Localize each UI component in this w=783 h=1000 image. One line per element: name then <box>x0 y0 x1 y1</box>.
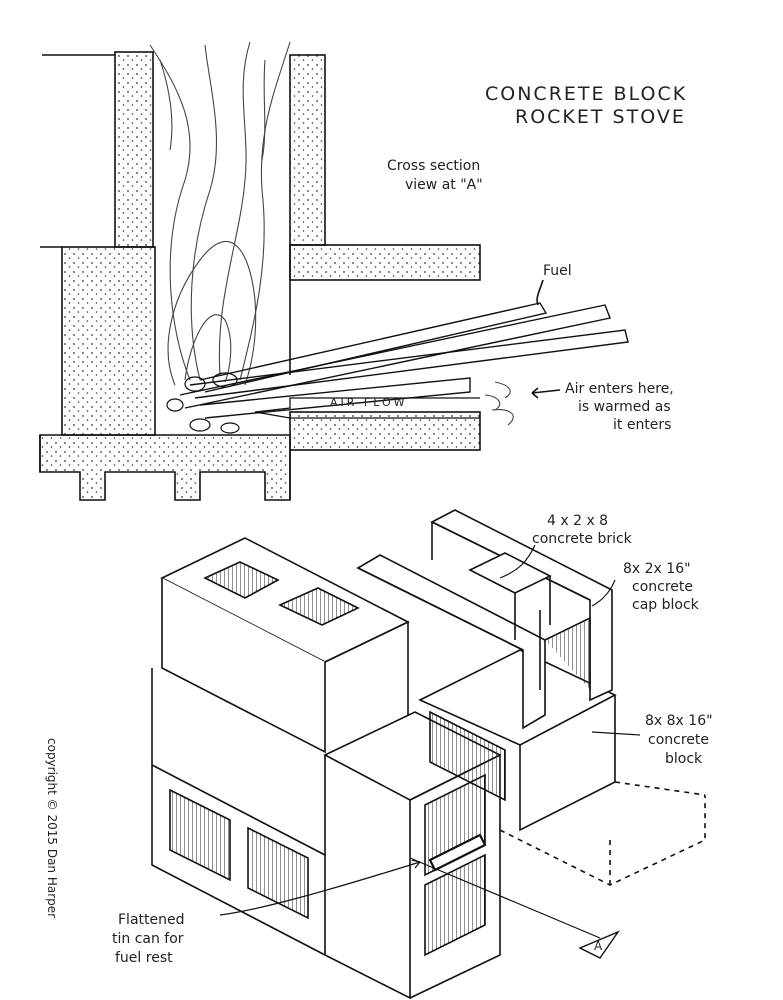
block-label-line3: block <box>665 751 703 767</box>
cap-label-line3: cap block <box>632 597 700 613</box>
right-chimney-wall <box>289 54 326 246</box>
left-lower-block <box>61 246 156 436</box>
air-note-line1: Air enters here, <box>565 381 674 397</box>
air-flow-label: AIR FLOW <box>330 396 408 409</box>
air-note-line2: is warmed as <box>578 399 671 415</box>
air-leader <box>531 389 561 394</box>
air-flow-arrow <box>254 397 480 419</box>
flames <box>149 41 291 386</box>
fuel-leader <box>536 279 544 306</box>
right-cap-block <box>289 244 481 281</box>
section-marker-a: A <box>578 930 620 959</box>
fuel-label: Fuel <box>543 263 572 279</box>
tin-label-line3: fuel rest <box>115 950 173 966</box>
section-caption-line1: Cross section <box>387 158 480 174</box>
tin-label-line2: tin can for <box>112 931 184 947</box>
copyright-text: copyright © 2015 Dan Harper <box>45 738 59 918</box>
brick-label-line2: concrete brick <box>532 531 633 547</box>
tin-label-line1: Flattened <box>118 912 185 928</box>
cross-section-view <box>39 41 629 501</box>
block-leader <box>591 731 641 736</box>
block-label-line1: 8x 8x 16" <box>645 713 713 729</box>
title-line2: ROCKET STOVE <box>515 106 686 128</box>
title-line1: CONCRETE BLOCK <box>485 83 687 105</box>
bottom-block <box>39 434 291 501</box>
cap-leader <box>591 579 616 607</box>
brick-label-line1: 4 x 2 x 8 <box>547 513 608 529</box>
fuel-sticks <box>179 302 629 419</box>
tin-can <box>428 833 487 872</box>
isometric-view <box>151 509 706 1000</box>
air-swirls <box>484 381 514 426</box>
section-marker-text: A <box>594 939 603 953</box>
coals <box>166 372 240 434</box>
block-label-line2: concrete <box>648 732 709 748</box>
cap-label-line2: concrete <box>632 579 693 595</box>
section-caption-line2: view at "A" <box>405 177 483 193</box>
left-chimney-wall <box>114 51 154 248</box>
brick-leader <box>499 544 536 579</box>
cap-label-line1: 8x 2x 16" <box>623 561 691 577</box>
tin-leader <box>219 861 421 916</box>
air-note-line3: it enters <box>613 417 671 433</box>
